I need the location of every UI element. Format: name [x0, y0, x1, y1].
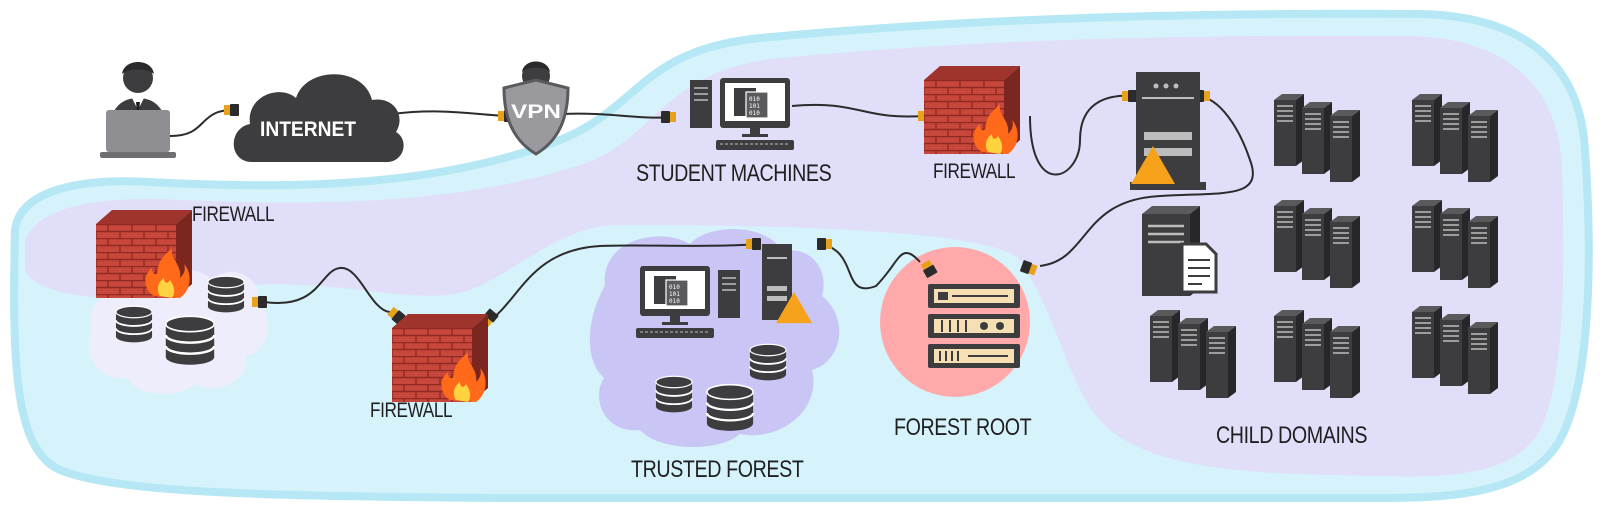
- network-cables: [169, 94, 1254, 323]
- firewall-top-icon: [924, 66, 1020, 154]
- student-machines-label: STUDENT MACHINES: [636, 160, 832, 187]
- firewall-bottom-label: FIREWALL: [370, 399, 453, 422]
- database-icon: [207, 275, 245, 314]
- trusted-forest-label: TRUSTED FOREST: [631, 456, 804, 483]
- database-icon: [115, 305, 153, 344]
- vpn-label: VPN: [511, 102, 561, 123]
- firewall-left-label: FIREWALL: [192, 203, 275, 226]
- internet-cloud-icon: [233, 74, 404, 163]
- firewall-top-label: FIREWALL: [933, 160, 1016, 183]
- database-icon: [655, 375, 693, 414]
- child-domains-label: CHILD DOMAINS: [1216, 422, 1368, 449]
- user-at-laptop-icon: [100, 62, 176, 158]
- forest-root-label: FOREST ROOT: [894, 414, 1032, 441]
- internet-label: INTERNET: [260, 118, 356, 141]
- vpn-shield-icon: [502, 61, 570, 156]
- firewall-bottom-icon: [392, 314, 488, 402]
- database-icon: [705, 383, 755, 433]
- database-icon: [164, 315, 216, 366]
- server-rack-icon: [928, 284, 1020, 368]
- firewall-left-icon: [96, 210, 192, 298]
- database-icon: [749, 343, 787, 382]
- document-icon: [1180, 242, 1218, 294]
